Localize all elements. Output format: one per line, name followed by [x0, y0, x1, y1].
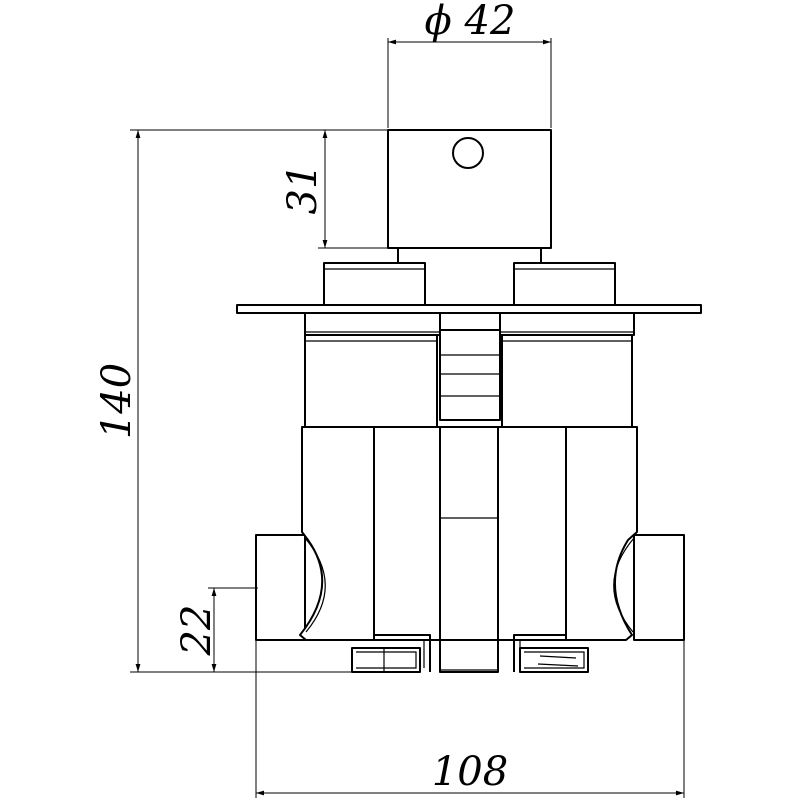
- handle-height-label: 31: [280, 164, 326, 215]
- outlet-height-label: 22: [174, 605, 220, 657]
- dimension-lines: [130, 38, 685, 798]
- upper-body: [304, 312, 635, 428]
- total-height-label: 140: [94, 363, 140, 439]
- total-width-label: 108: [432, 749, 508, 795]
- lower-body: [299, 426, 638, 673]
- wall-plate: [236, 304, 702, 314]
- dimension-labels: ϕ 42 31 140 22 108: [94, 0, 515, 795]
- handle: [387, 129, 552, 263]
- bottom-feet: [351, 634, 589, 673]
- bonnet-nuts: [323, 262, 616, 306]
- handle-hole: [452, 137, 484, 169]
- diameter-label: ϕ 42: [425, 0, 516, 44]
